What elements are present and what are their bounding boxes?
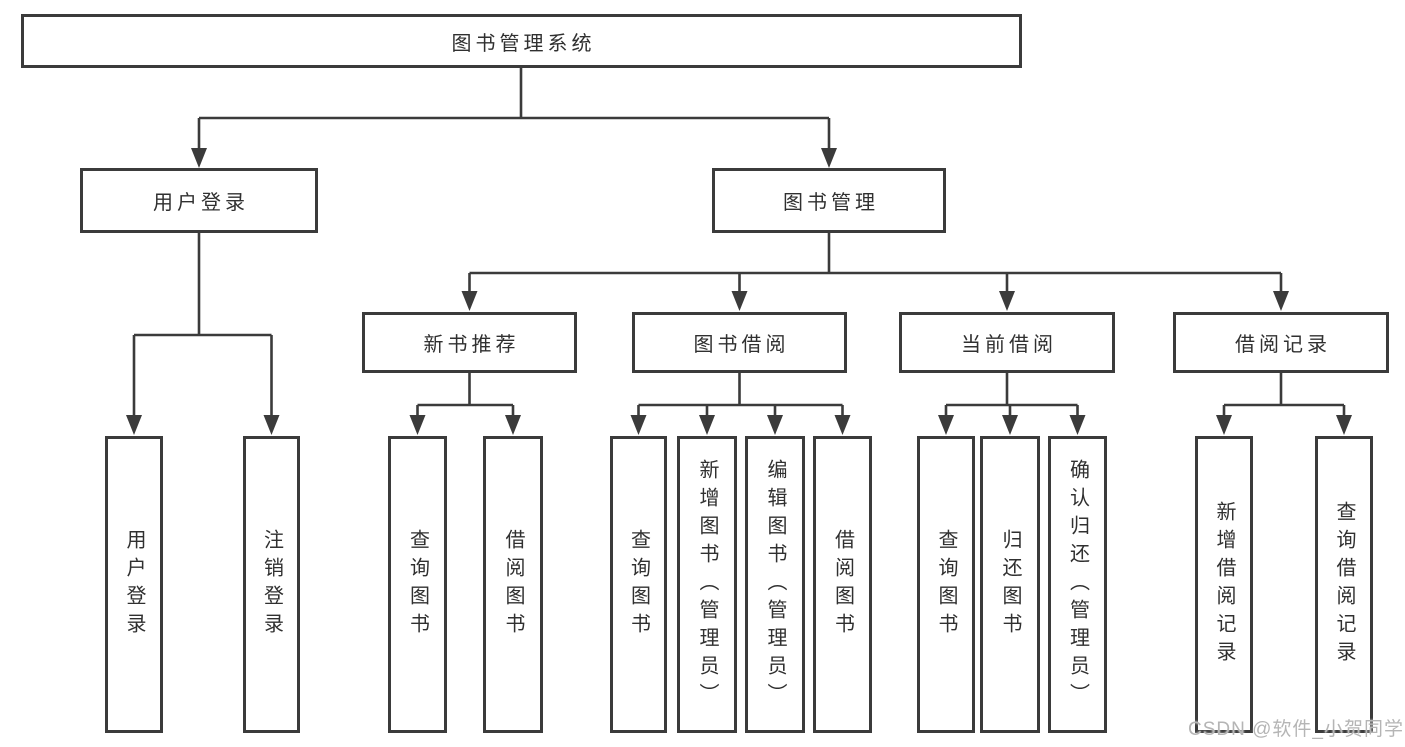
node-user-login: 用户登录 — [80, 168, 318, 233]
arrowhead-icon — [731, 291, 748, 311]
connector-book-borrow-to-leaves — [630, 373, 851, 435]
arrowhead-icon — [1069, 415, 1086, 435]
node-label: 图书管理系统 — [451, 32, 596, 55]
leaf-query-books-recommend: 查询图书 — [388, 436, 447, 733]
arrowhead-icon — [630, 415, 647, 435]
arrowhead-icon — [767, 415, 783, 435]
leaf-label: 查询借阅记录 — [1333, 500, 1355, 669]
connector-root-to-level2 — [191, 68, 837, 168]
arrowhead-icon — [461, 291, 478, 311]
leaf-return-books: 归还图书 — [980, 436, 1040, 733]
leaf-label: 用户登录 — [123, 528, 145, 641]
connector-borrow-records-to-leaves — [1216, 373, 1352, 435]
leaf-label: 借阅图书 — [502, 528, 524, 641]
connector-current-borrow-to-leaves — [938, 373, 1086, 435]
arrowhead-icon — [699, 415, 715, 435]
leaf-borrow-books: 借阅图书 — [813, 436, 872, 733]
arrowhead-icon — [505, 415, 521, 435]
arrowhead-icon — [1002, 415, 1018, 435]
arrowhead-icon — [999, 291, 1015, 311]
leaf-add-book-admin: 新增图书（管理员） — [677, 436, 737, 733]
arrowhead-icon — [1336, 415, 1352, 435]
node-current-borrow: 当前借阅 — [899, 312, 1115, 373]
arrowhead-icon — [1273, 291, 1289, 311]
leaf-user-login: 用户登录 — [105, 436, 163, 733]
connector-new-book-recommend-to-leaves — [409, 373, 521, 435]
arrowhead-icon — [191, 148, 207, 168]
leaf-confirm-return-admin: 确认归还（管理员） — [1048, 436, 1107, 733]
leaf-label: 归还图书 — [999, 528, 1021, 641]
leaf-label: 查询图书 — [935, 528, 957, 641]
leaf-label: 注销登录 — [260, 528, 283, 641]
leaf-query-books-current: 查询图书 — [917, 436, 975, 733]
leaf-query-borrow-record: 查询借阅记录 — [1315, 436, 1373, 733]
node-label: 当前借阅 — [961, 334, 1057, 356]
leaf-label: 新增借阅记录 — [1213, 500, 1235, 669]
node-label: 新书推荐 — [423, 334, 520, 356]
arrowhead-icon — [1216, 415, 1232, 435]
node-label: 图书管理 — [783, 192, 879, 214]
arrowhead-icon — [126, 415, 142, 435]
arrowhead-icon — [409, 415, 426, 435]
leaf-label: 编辑图书（管理员） — [764, 458, 786, 711]
node-book-borrow: 图书借阅 — [632, 312, 847, 373]
arrowhead-icon — [821, 148, 837, 168]
connector-book-management-to-level3 — [461, 233, 1289, 311]
leaf-add-borrow-record: 新增借阅记录 — [1195, 436, 1253, 733]
arrowhead-icon — [263, 415, 280, 435]
leaf-edit-book-admin: 编辑图书（管理员） — [745, 436, 805, 733]
leaf-label: 借阅图书 — [831, 528, 854, 641]
arrowhead-icon — [938, 415, 954, 435]
node-borrow-records: 借阅记录 — [1173, 312, 1389, 373]
connector-user-login-to-leaves — [126, 233, 280, 435]
csdn-watermark: CSDN @软件_小贺同学 — [1188, 719, 1404, 740]
leaf-label: 查询图书 — [406, 528, 429, 641]
node-label: 图书借阅 — [693, 334, 790, 356]
node-label: 用户登录 — [153, 192, 249, 214]
node-library-management-system: 图书管理系统 — [21, 14, 1022, 68]
node-new-book-recommend: 新书推荐 — [362, 312, 577, 373]
leaf-label: 查询图书 — [627, 528, 650, 641]
leaf-query-books-borrow: 查询图书 — [610, 436, 667, 733]
leaf-label: 确认归还（管理员） — [1066, 458, 1089, 711]
node-label: 借阅记录 — [1235, 334, 1331, 356]
leaf-logout: 注销登录 — [243, 436, 300, 733]
arrowhead-icon — [834, 415, 851, 435]
leaf-borrow-books-recommend: 借阅图书 — [483, 436, 543, 733]
node-book-management: 图书管理 — [712, 168, 946, 233]
leaf-label: 新增图书（管理员） — [696, 458, 718, 711]
